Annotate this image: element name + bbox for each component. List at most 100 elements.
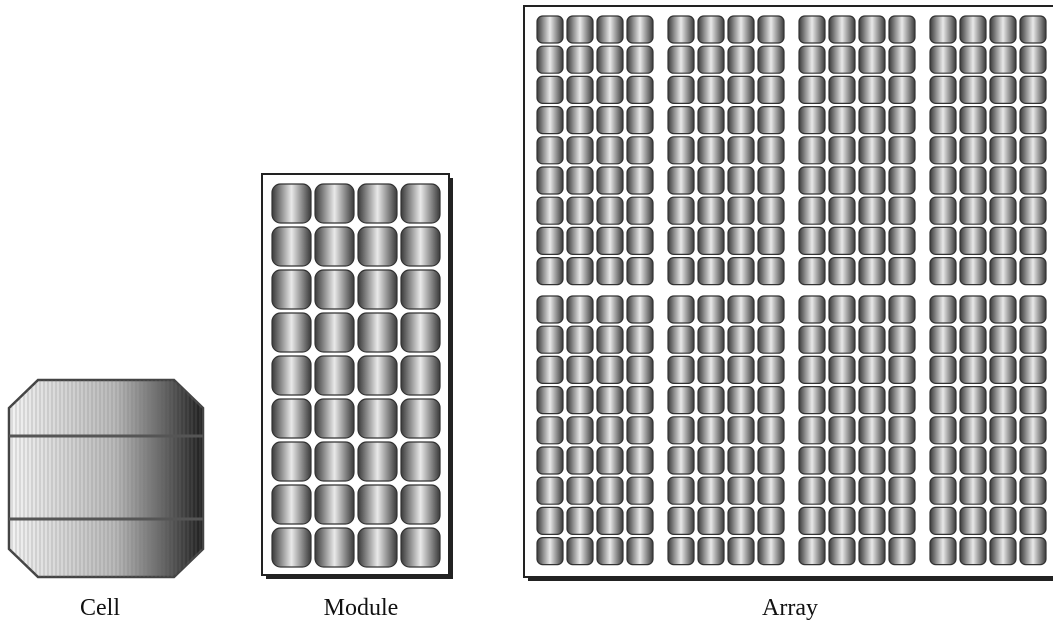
array-cell — [596, 166, 624, 195]
array-cell — [596, 226, 624, 255]
array-cell — [566, 295, 594, 324]
array-cell — [929, 45, 957, 74]
module-cell — [314, 312, 355, 353]
array-cell — [888, 386, 916, 415]
array-cell — [888, 416, 916, 445]
array-cell — [626, 196, 654, 225]
array-cell — [566, 226, 594, 255]
array-cell — [727, 446, 755, 475]
array-cell — [828, 386, 856, 415]
array-cell — [697, 325, 725, 354]
array-cell — [1019, 136, 1047, 165]
array-cell — [626, 166, 654, 195]
array-cell — [727, 166, 755, 195]
array-cell — [888, 257, 916, 286]
array-cell — [858, 446, 886, 475]
array-cell — [929, 75, 957, 105]
array-cell — [536, 536, 564, 566]
array-cell — [536, 506, 564, 535]
module-cell — [271, 527, 312, 568]
array-cell — [888, 446, 916, 475]
array-cell — [667, 226, 695, 255]
array-cell — [929, 196, 957, 225]
array-cell — [959, 295, 987, 324]
array-cell — [798, 446, 826, 475]
array-cell — [959, 506, 987, 535]
module-cell — [271, 398, 312, 439]
array-cell — [727, 75, 755, 105]
array-cell — [798, 15, 826, 44]
array-cell — [858, 45, 886, 74]
array-cell — [828, 196, 856, 225]
array-cell — [858, 15, 886, 44]
cell-label: Cell — [80, 595, 120, 621]
array-cell — [727, 257, 755, 286]
array-cell — [989, 226, 1017, 255]
array-cell — [727, 476, 755, 505]
array-cell — [697, 166, 725, 195]
array-cell — [536, 136, 564, 165]
array-cell — [536, 15, 564, 44]
array-cell — [596, 15, 624, 44]
array-cell — [929, 446, 957, 475]
array-cell — [697, 506, 725, 535]
array-cell — [828, 45, 856, 74]
module-cell — [271, 226, 312, 267]
array-cell — [626, 386, 654, 415]
array-cell — [667, 476, 695, 505]
array-cell — [888, 166, 916, 195]
array-cell — [888, 226, 916, 255]
module-cell — [314, 269, 355, 310]
array-cell — [566, 476, 594, 505]
array-cell — [566, 75, 594, 105]
array-cell — [757, 257, 785, 286]
array-cell — [959, 226, 987, 255]
array-cell — [798, 295, 826, 324]
array-cell — [1019, 196, 1047, 225]
array-cell — [828, 506, 856, 535]
array-cell — [626, 295, 654, 324]
array-cell — [566, 105, 594, 135]
array-cell — [959, 75, 987, 105]
array-cell — [566, 196, 594, 225]
array-cell — [1019, 506, 1047, 535]
array-cell — [727, 136, 755, 165]
array-cell — [667, 196, 695, 225]
array-cell — [697, 446, 725, 475]
array-cell — [757, 226, 785, 255]
array-cell — [798, 45, 826, 74]
array-cell — [566, 506, 594, 535]
array-cell — [757, 105, 785, 135]
array-cell — [757, 416, 785, 445]
array-cell — [828, 325, 856, 354]
module-cell — [314, 484, 355, 525]
module-cell — [271, 441, 312, 482]
array-cell — [1019, 75, 1047, 105]
module-cell — [400, 226, 441, 267]
array-cell — [798, 75, 826, 105]
array-cell — [566, 166, 594, 195]
array-cell — [989, 257, 1017, 286]
module-cell — [357, 226, 398, 267]
array-cell — [757, 446, 785, 475]
module-cell — [357, 355, 398, 396]
array-cell — [1019, 416, 1047, 445]
array-cell — [989, 386, 1017, 415]
array-cell — [1019, 295, 1047, 324]
array-cell — [727, 196, 755, 225]
array-cell — [828, 75, 856, 105]
array-cell — [667, 536, 695, 566]
array-cell — [888, 476, 916, 505]
array-cell — [667, 416, 695, 445]
array-cell — [929, 226, 957, 255]
array-cell — [727, 15, 755, 44]
array-cell — [667, 295, 695, 324]
array-cell — [757, 136, 785, 165]
solar-cell — [7, 378, 205, 579]
array-cells — [536, 15, 1047, 566]
array-cell — [828, 355, 856, 384]
array-cell — [888, 75, 916, 105]
array-cell — [566, 386, 594, 415]
array-cell — [596, 136, 624, 165]
array-cell — [536, 386, 564, 415]
